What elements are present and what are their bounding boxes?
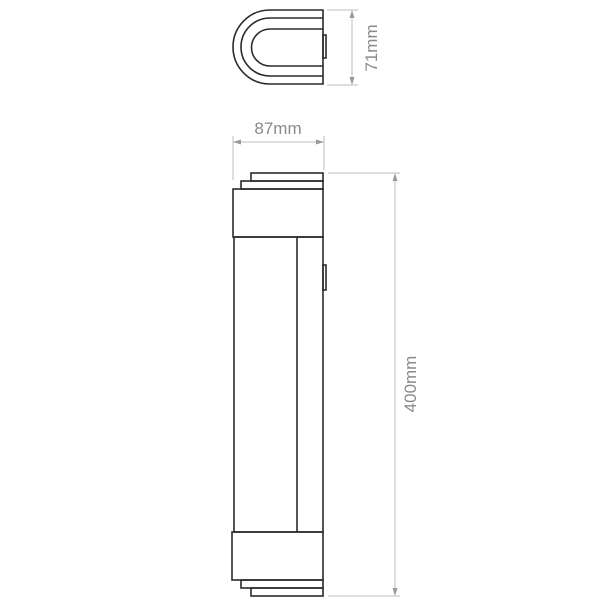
height-label: 400mm [401, 356, 420, 413]
depth-dimension: 71mm [327, 9, 381, 86]
width-label: 87mm [254, 119, 301, 138]
width-dimension: 87mm [232, 119, 325, 180]
front-view [231, 172, 327, 597]
height-dimension: 400mm [328, 172, 420, 597]
top-view [232, 9, 327, 85]
depth-label: 71mm [362, 24, 381, 71]
